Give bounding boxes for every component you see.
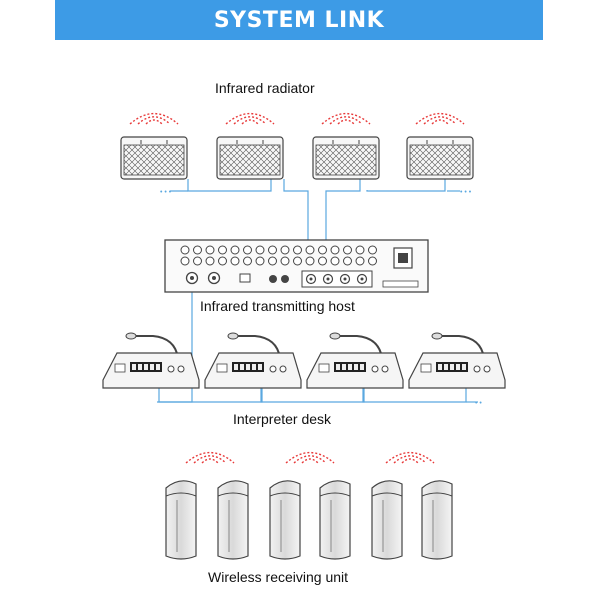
receiver-unit-icon	[269, 480, 301, 560]
signal-waves-icon	[285, 451, 335, 464]
interpreter-desk-icon	[204, 332, 302, 389]
cable-layer: • • • • • • • •	[157, 179, 482, 407]
infrared-radiator-icon	[216, 112, 284, 180]
cable-line	[158, 388, 263, 403]
cable-end-mark: • •	[475, 400, 482, 407]
infrared-radiator-icon	[406, 112, 474, 180]
cable-line	[283, 179, 309, 271]
infrared-radiator-icon	[120, 112, 188, 180]
signal-waves-icon	[415, 112, 465, 125]
receiver-unit-icon	[371, 480, 403, 560]
infrared-radiator-icon	[312, 112, 380, 180]
receiver-unit-icon	[421, 480, 453, 560]
title-banner: SYSTEM LINK	[55, 0, 543, 40]
cable-end-mark: • • •	[160, 189, 172, 196]
interpreter-desk-icon	[306, 332, 404, 389]
receiver-unit-icon	[217, 480, 249, 560]
cable-line	[187, 179, 272, 192]
signal-waves-icon	[321, 112, 371, 125]
host-label: Infrared transmitting host	[200, 298, 355, 314]
cable-line	[366, 179, 446, 192]
receiver-unit-icon	[319, 480, 351, 560]
interpreter-desk-icon	[102, 332, 200, 389]
cable-end-mark: • • •	[460, 189, 472, 196]
desk-label: Interpreter desk	[233, 411, 332, 427]
cable-line	[325, 179, 361, 271]
signal-waves-icon	[225, 112, 275, 125]
transmitting-host-icon	[164, 239, 429, 293]
signal-waves-icon	[185, 451, 235, 464]
radiator-label: Infrared radiator	[215, 80, 315, 96]
device-layer	[102, 112, 506, 560]
cable-line	[260, 388, 365, 403]
receiver-unit-icon	[165, 480, 197, 560]
signal-waves-icon	[385, 451, 435, 464]
signal-waves-icon	[129, 112, 179, 125]
cable-line	[362, 388, 467, 403]
interpreter-desk-icon	[408, 332, 506, 389]
page-title: SYSTEM LINK	[213, 7, 385, 33]
receiver-label: Wireless receiving unit	[208, 569, 349, 585]
